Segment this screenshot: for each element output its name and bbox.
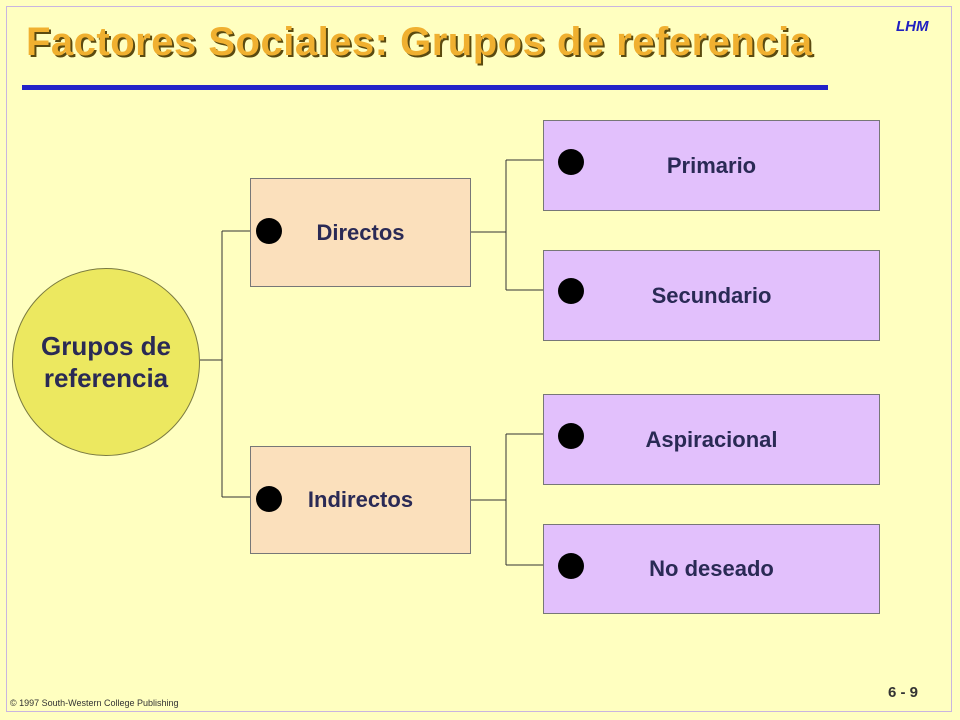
leaf-node-secundario: Secundario — [543, 250, 880, 341]
leaf-node-no-deseado: No deseado — [543, 524, 880, 614]
bullet-icon — [558, 278, 584, 304]
title-underline — [22, 85, 828, 90]
group-node-indirectos: Indirectos — [250, 446, 471, 554]
author-tag: LHM — [896, 18, 929, 35]
leaf-node-label: No deseado — [649, 556, 774, 581]
page-number: 6 - 9 — [888, 684, 919, 701]
root-node: Grupos de referencia — [12, 268, 200, 456]
bullet-icon — [256, 486, 282, 512]
group-node-directos: Directos — [250, 178, 471, 287]
leaf-node-aspiracional: Aspiracional — [543, 394, 880, 485]
bullet-icon — [558, 553, 584, 579]
bullet-icon — [256, 218, 282, 244]
slide-frame — [6, 6, 952, 712]
bullet-icon — [558, 149, 584, 175]
leaf-node-label: Aspiracional — [645, 426, 778, 452]
copyright-note: © 1997 South-Western College Publishing — [10, 698, 179, 708]
leaf-node-label: Secundario — [651, 282, 772, 308]
root-node-label: Grupos de referencia — [40, 331, 171, 393]
slide-title: Factores Sociales: Grupos de referencia — [26, 20, 813, 64]
leaf-node-label: Primario — [666, 152, 757, 178]
bullet-icon — [558, 423, 584, 449]
group-node-label: Indirectos — [307, 487, 414, 512]
group-node-label: Directos — [316, 219, 405, 245]
leaf-node-primario: Primario — [543, 120, 880, 211]
